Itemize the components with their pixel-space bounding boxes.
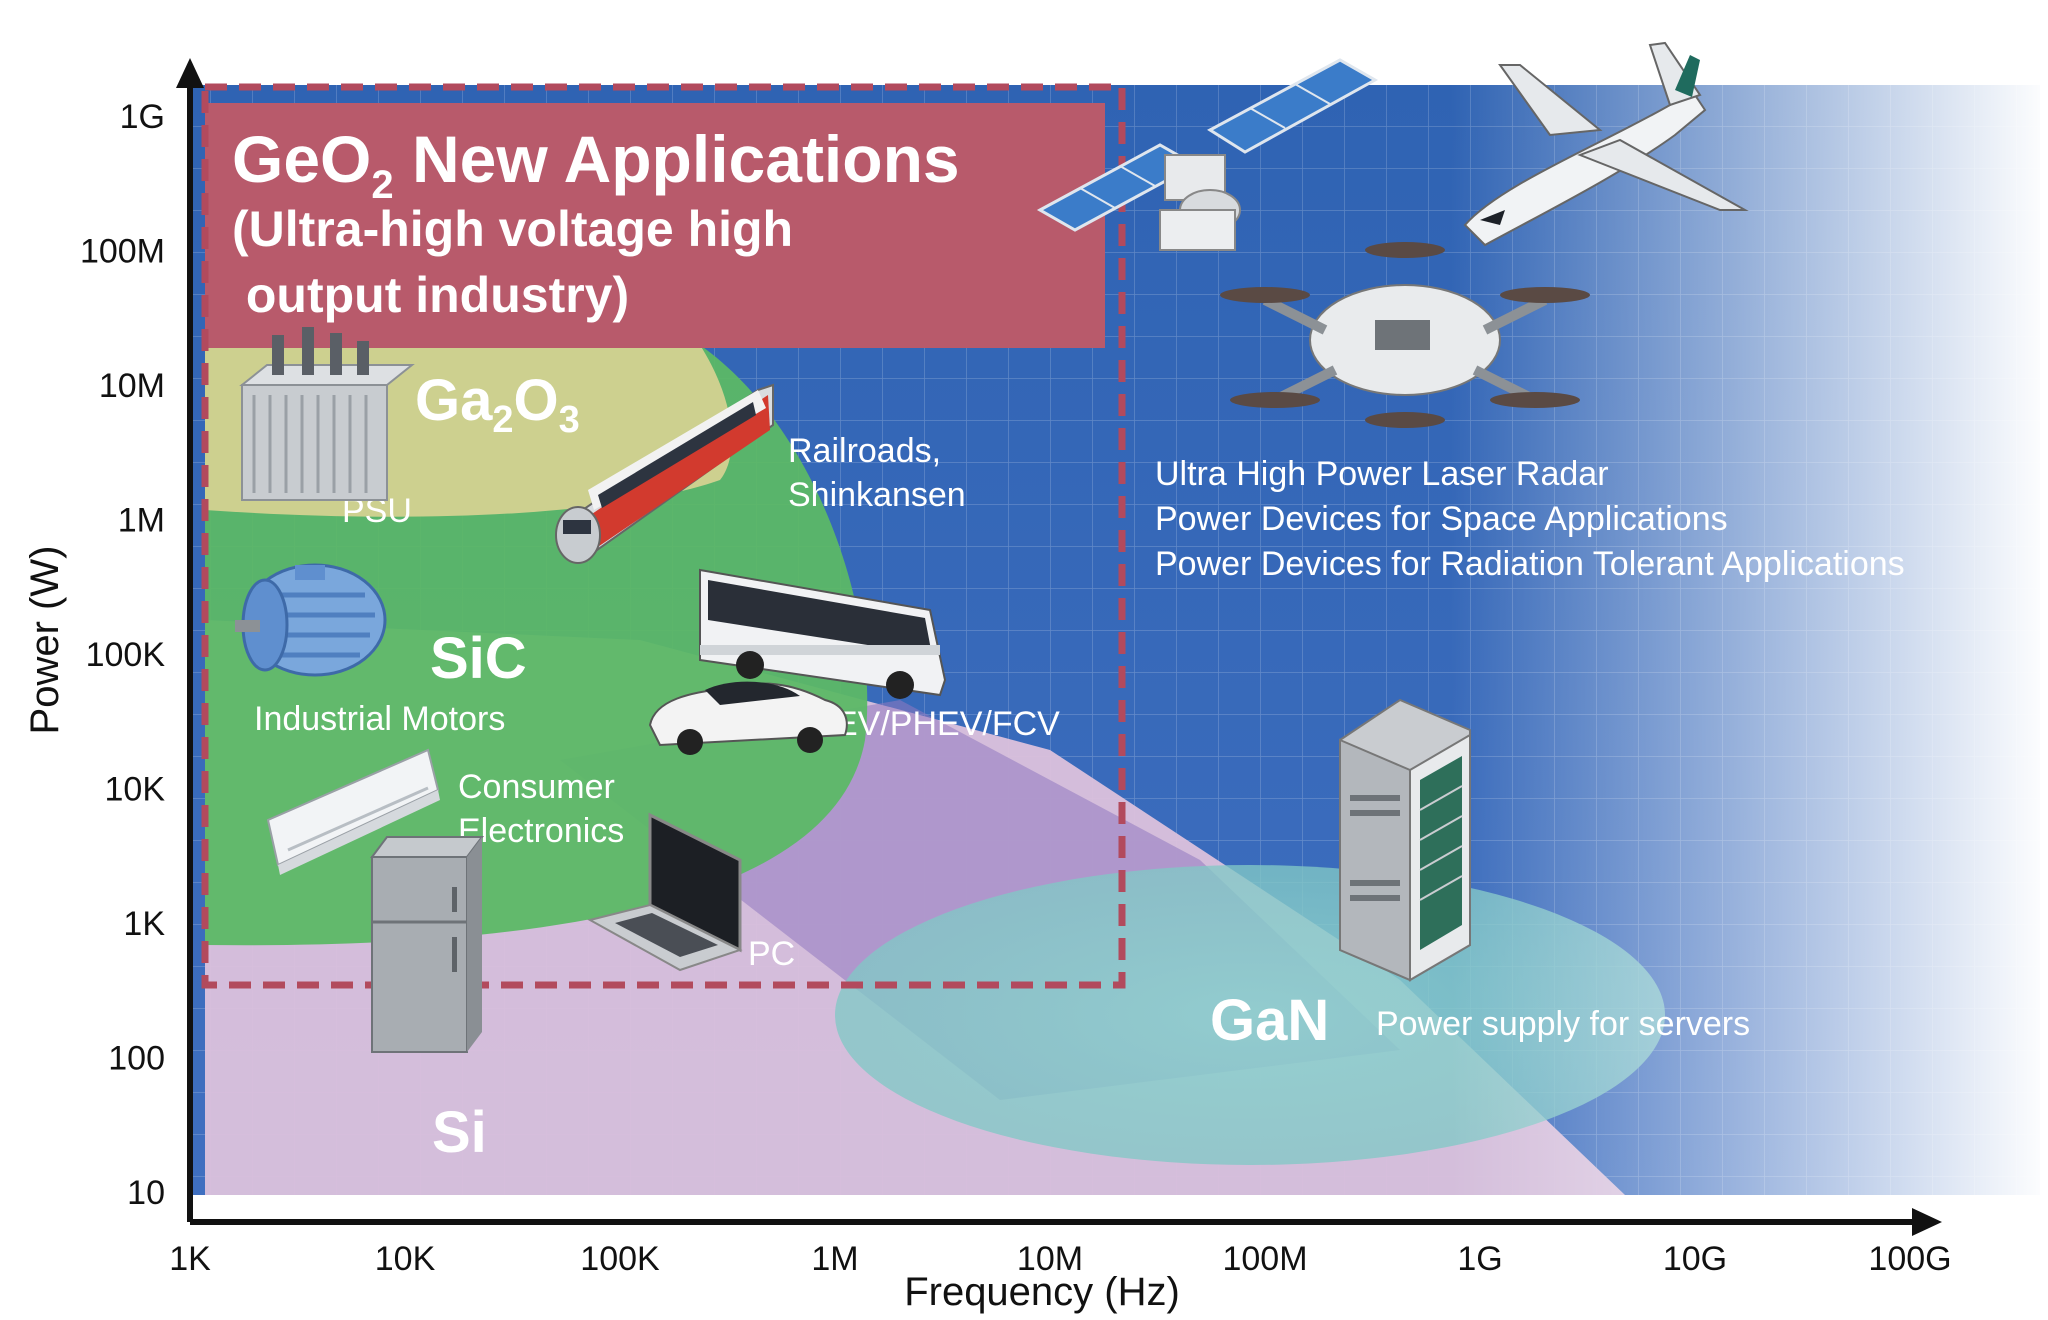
y-axis-title: Power (W) xyxy=(23,546,67,735)
x-tick-label: 100K xyxy=(580,1240,660,1278)
x-tick-label: 10K xyxy=(375,1240,436,1278)
y-tick-label: 100K xyxy=(86,636,166,674)
x-tick-label: 1G xyxy=(1457,1240,1502,1278)
x-tick-label: 10G xyxy=(1663,1240,1727,1278)
ev-label: EV/PHEV/FCV xyxy=(835,705,1060,743)
refrigerator-icon xyxy=(372,837,482,1052)
x-tick-label: 1M xyxy=(811,1240,858,1278)
gan-label: GaN xyxy=(1210,988,1329,1053)
consumer-electronics-label-line1: Consumer xyxy=(458,768,615,806)
space-applications-label: Power Devices for Space Applications xyxy=(1155,500,1728,538)
consumer-electronics-label-line2: Electronics xyxy=(458,812,624,850)
y-tick-label: 1K xyxy=(123,905,165,943)
y-tick-label: 1M xyxy=(118,502,165,540)
servers-label: Power supply for servers xyxy=(1376,1005,1750,1043)
server-rack-icon xyxy=(1340,700,1470,980)
pc-label: PC xyxy=(748,935,795,973)
geo2-subtitle-line1: (Ultra-high voltage high xyxy=(232,201,793,257)
industrial-motors-label: Industrial Motors xyxy=(254,700,505,738)
y-tick-label: 100 xyxy=(108,1040,165,1078)
sic-label: SiC xyxy=(430,626,527,691)
geo2-subtitle-line2: output industry) xyxy=(232,267,629,323)
railroads-label-line2: Shinkansen xyxy=(788,476,966,514)
si-label: Si xyxy=(432,1100,487,1165)
laser-radar-label: Ultra High Power Laser Radar xyxy=(1155,455,1609,493)
x-tick-label: 100G xyxy=(1868,1240,1951,1278)
motor-icon xyxy=(235,565,385,675)
y-tick-label: 100M xyxy=(80,233,165,271)
y-tick-labels: 1G 100M 10M 1M 100K 10K 1K 100 10 xyxy=(80,98,165,1212)
y-tick-label: 10M xyxy=(99,367,165,405)
geo2-title: GeO2 New Applications xyxy=(232,122,960,207)
y-tick-label: 10 xyxy=(127,1174,165,1212)
x-axis-title: Frequency (Hz) xyxy=(904,1270,1180,1314)
right-fade xyxy=(1450,60,2048,1220)
railroads-label-line1: Railroads, xyxy=(788,432,941,470)
x-tick-label: 100M xyxy=(1222,1240,1307,1278)
radiation-tolerant-label: Power Devices for Radiation Tolerant App… xyxy=(1155,545,1905,583)
y-tick-label: 1G xyxy=(120,98,165,136)
y-tick-label: 10K xyxy=(105,771,166,809)
x-tick-label: 1K xyxy=(169,1240,211,1278)
